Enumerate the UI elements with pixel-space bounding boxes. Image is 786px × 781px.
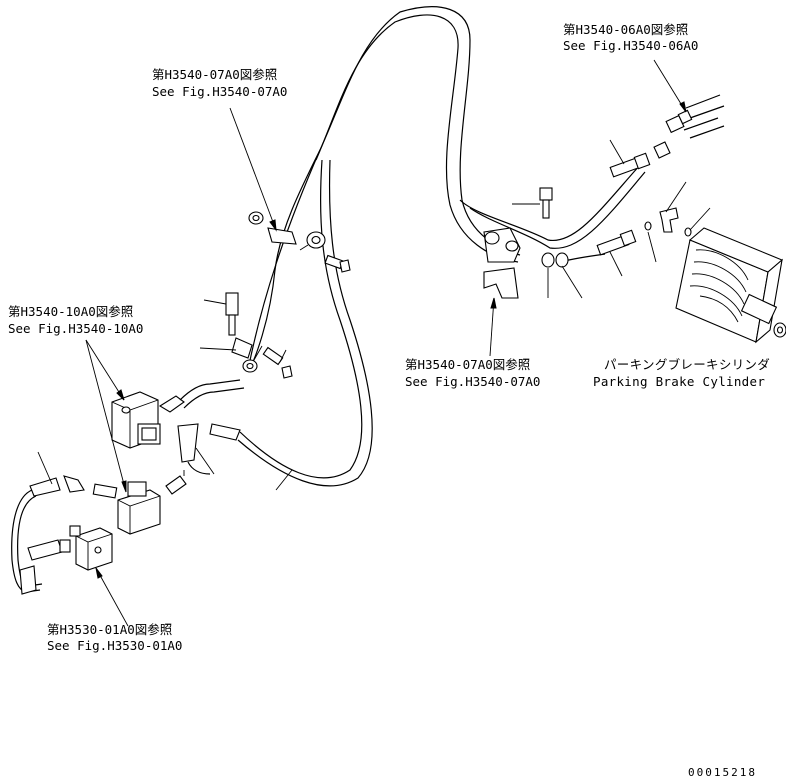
clip-icon xyxy=(555,252,569,268)
bolt-head-icon xyxy=(539,187,553,201)
reference-en-text: See Fig.H3540-06A0 xyxy=(563,38,698,53)
junction-block xyxy=(69,525,113,571)
reference-en-text: See Fig.H3540-07A0 xyxy=(152,84,287,99)
elbow-fitting-icon xyxy=(158,395,185,413)
solenoid-coil-icon xyxy=(127,481,147,497)
bracket-icon xyxy=(231,337,253,359)
reference-label-h3540-10: 第H3540-10A0図参照 See Fig.H3540-10A0 xyxy=(8,304,143,336)
drawing-number: 00015218 xyxy=(688,766,757,779)
reference-jp-text: 第H3540-07A0図参照 xyxy=(152,67,277,82)
bottom-left-hose xyxy=(11,475,85,595)
parking-brake-cylinder-jp-text: パーキングブレーキシリンダ xyxy=(604,357,770,372)
upper-clamp-assembly xyxy=(248,211,351,273)
fitting-nut-icon xyxy=(92,483,118,499)
clip-icon xyxy=(541,252,555,268)
reference-en-text: See Fig.H3540-10A0 xyxy=(8,321,143,336)
reference-jp-text: 第H3540-10A0図参照 xyxy=(8,304,133,319)
reference-label-h3540-07-top: 第H3540-07A0図参照 See Fig.H3540-07A0 xyxy=(152,67,287,99)
reference-label-h3530-01: 第H3530-01A0図参照 See Fig.H3530-01A0 xyxy=(47,622,182,653)
clamp-plate xyxy=(267,227,297,245)
reference-label-h3540-06: 第H3540-06A0図参照 See Fig.H3540-06A0 xyxy=(563,22,698,53)
parking-brake-cylinder-en-text: Parking Brake Cylinder xyxy=(593,374,765,389)
reference-en-text: See Fig.H3540-07A0 xyxy=(405,374,540,389)
elbow-fitting-icon xyxy=(659,207,679,233)
solenoid-valve-lower xyxy=(117,481,161,535)
support-plate-icon xyxy=(483,267,519,299)
reference-jp-text: 第H3540-07A0図参照 xyxy=(405,357,530,372)
parking-brake-cylinder-label: パーキングブレーキシリンダ Parking Brake Cylinder xyxy=(593,357,770,389)
reference-jp-text: 第H3530-01A0図参照 xyxy=(47,622,172,637)
reference-jp-text: 第H3540-06A0図参照 xyxy=(563,22,688,37)
bolt-icon xyxy=(262,346,284,366)
fitting-nut-icon xyxy=(653,141,671,159)
hose-fitting-icon xyxy=(209,423,241,441)
reference-label-h3540-07-mid: 第H3540-07A0図参照 See Fig.H3540-07A0 xyxy=(405,357,540,389)
left-fittings xyxy=(92,379,245,499)
hose-fitting-icon xyxy=(27,539,63,561)
parking-brake-cylinder xyxy=(675,227,786,344)
leader-lines xyxy=(37,59,711,627)
elbow-fitting-icon xyxy=(165,475,187,495)
hose-fitting-icon xyxy=(177,423,199,463)
center-bracket-assembly xyxy=(483,187,583,299)
main-brake-hose xyxy=(237,6,521,487)
hose-fitting-icon xyxy=(29,477,61,497)
middle-clamp-assembly xyxy=(225,292,293,379)
cylinder-fittings xyxy=(596,207,692,256)
o-ring-icon xyxy=(644,221,652,231)
top-right-fittings xyxy=(609,94,725,178)
piston-rod-icon xyxy=(740,293,778,325)
bolt-head-icon xyxy=(225,292,239,316)
solenoid-valve-upper xyxy=(111,391,161,449)
o-ring-icon xyxy=(684,227,692,237)
reference-en-text: See Fig.H3530-01A0 xyxy=(47,638,182,653)
